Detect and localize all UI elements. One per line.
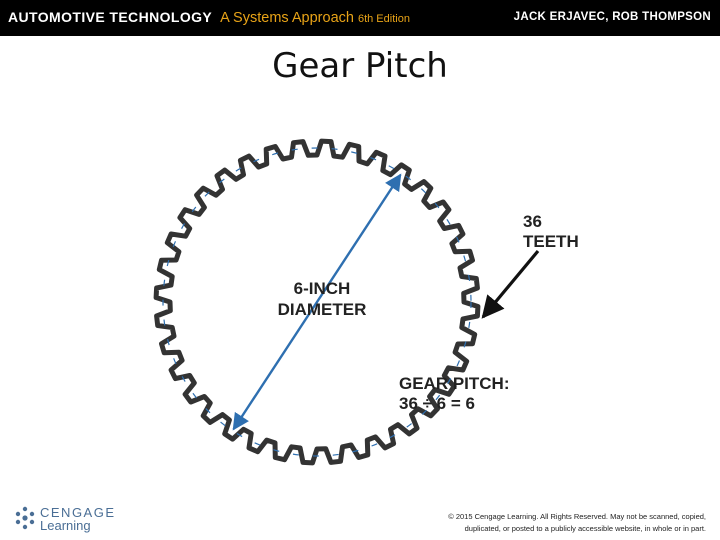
diameter-label-line1: 6-INCH (294, 279, 351, 298)
cengage-logo-text: CENGAGE Learning (40, 506, 116, 532)
copyright-notice: © 2015 Cengage Learning. All Rights Rese… (406, 511, 706, 535)
authors: JACK ERJAVEC, ROB THOMPSON (513, 11, 711, 23)
cengage-logo-icon (15, 506, 35, 530)
book-subtitle: A Systems Approach (220, 10, 354, 26)
teeth-label-line1: 36 (523, 212, 542, 231)
logo-line2: Learning (40, 518, 91, 533)
copyright-line2: duplicated, or posted to a publicly acce… (464, 524, 706, 533)
diameter-label-line2: DIAMETER (278, 300, 367, 319)
slide-title: Gear Pitch (272, 46, 448, 86)
diameter-arrow (232, 173, 402, 431)
book-title: AUTOMOTIVE TECHNOLOGY (8, 9, 213, 25)
pitch-circle (162, 147, 472, 457)
book-edition: 6th Edition (357, 13, 410, 25)
pitch-label-line1: GEAR PITCH: (399, 374, 510, 393)
pitch-label-line2: 36 ÷ 6 = 6 (399, 394, 475, 413)
copyright-line1: © 2015 Cengage Learning. All Rights Rese… (448, 512, 706, 521)
teeth-label-line2: TEETH (523, 232, 579, 251)
gear-outline (153, 138, 481, 466)
teeth-pointer-arrow (481, 249, 540, 319)
logo-line1: CENGAGE (40, 505, 116, 520)
